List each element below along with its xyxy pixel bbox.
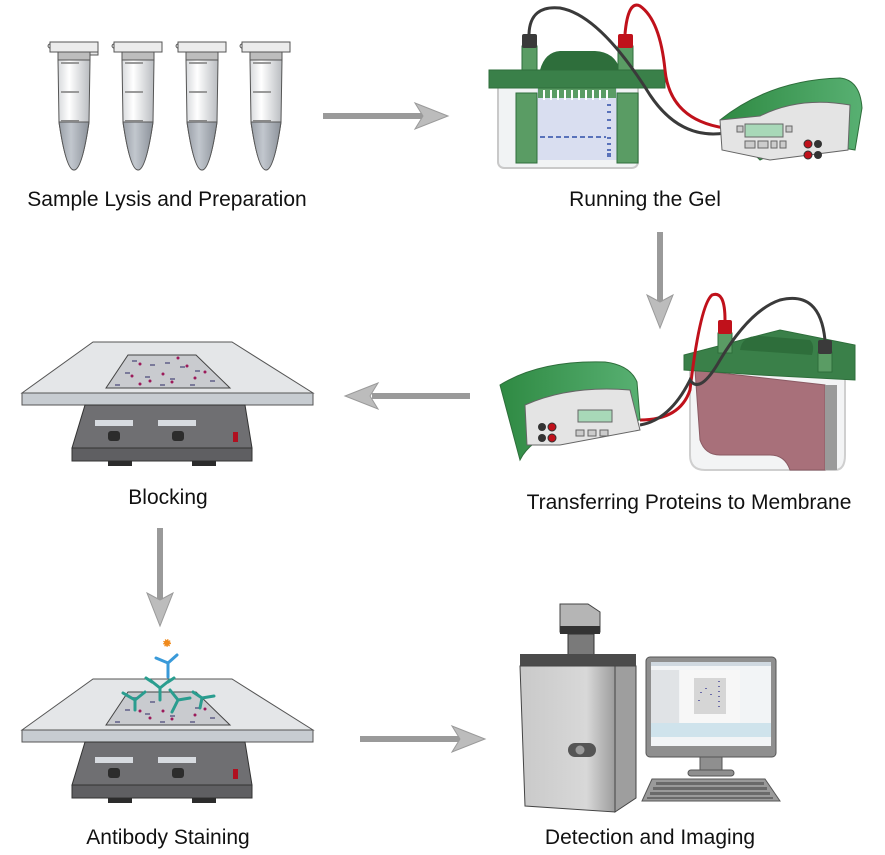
power-supply-icon [719,77,863,161]
gel-electrophoresis-tank [488,3,726,169]
primary-antibody-icon [121,676,216,714]
arrow-down-icon [146,528,174,628]
tube-icon [111,41,163,171]
step-label-antibody-staining: Antibody Staining [86,826,250,849]
secondary-antibody-icon [154,653,179,679]
microcentrifuge-tubes [47,41,291,171]
computer-monitor-icon [645,656,777,777]
power-supply-icon [499,361,641,462]
step-label-blocking: Blocking [128,486,208,509]
arrow-down-icon [646,232,674,330]
arrow-left-icon [343,381,470,411]
fluorescent-tag-icon [163,639,171,647]
step-label-detection: Detection and Imaging [544,826,756,849]
step-label-transfer: Transferring Proteins to Membrane [526,491,852,514]
step-label-running-gel: Running the Gel [569,188,721,211]
rocker-platform-blocking [20,341,315,466]
arrow-right-icon [360,724,487,754]
step-label-sample-lysis: Sample Lysis and Preparation [27,188,307,211]
transfer-tank [639,292,856,471]
tube-icon [175,41,227,171]
keyboard-icon [641,778,781,802]
rocker-platform-staining [20,678,315,803]
imaging-system-icon [519,603,637,813]
tube-icon [47,41,99,171]
tube-icon [239,41,291,171]
arrow-right-icon [323,101,450,131]
